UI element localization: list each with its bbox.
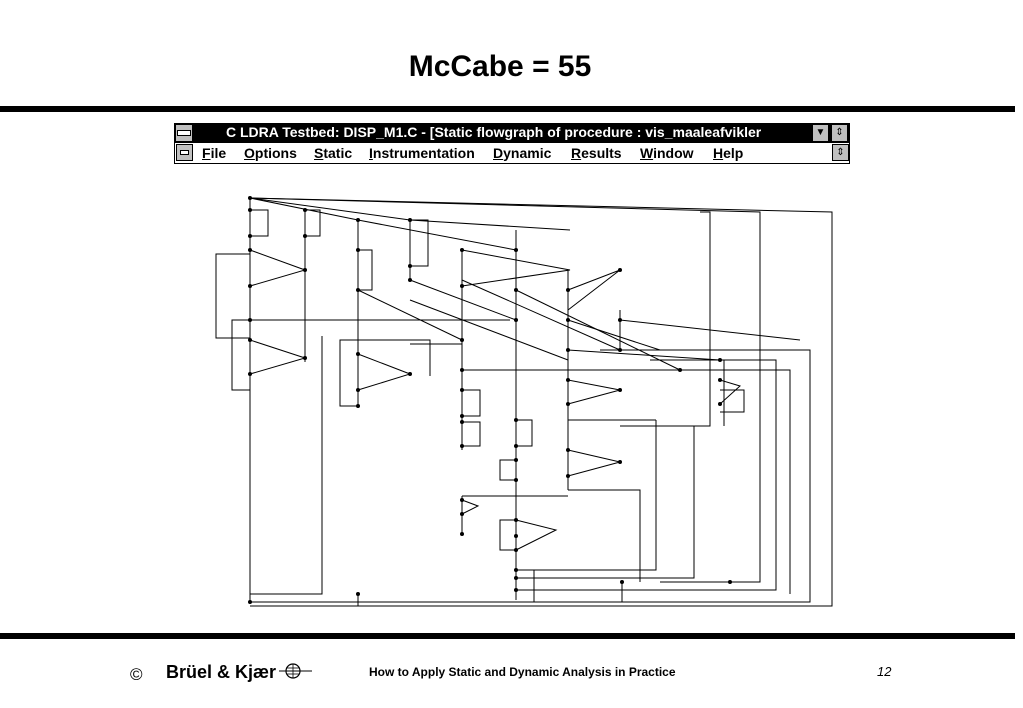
flowgraph-edge [249,197,761,583]
flowgraph-edge [720,389,745,413]
flowgraph-edge [305,209,321,237]
flowgraph-edge [339,339,358,407]
bottom-divider [0,633,1015,639]
menu-options[interactable]: Options [244,145,297,161]
menu-dynamic[interactable]: Dynamic [493,145,552,161]
page-number: 12 [877,664,892,679]
flowgraph-edge [409,299,569,361]
flowgraph-edge [358,249,373,291]
minimize-button[interactable]: ▼ [812,124,829,142]
flowgraph-edge [568,489,641,582]
menu-help[interactable]: Help [713,145,744,161]
app-control-menu-icon[interactable] [175,124,193,142]
flowgraph-nodes [248,196,732,604]
flowgraph-edge [499,459,516,481]
title-bar: C LDRA Testbed: DISP_M1.C - [Static flow… [174,123,850,143]
document-control-menu-icon[interactable] [176,144,193,161]
menu-results[interactable]: Results [571,145,622,161]
flowgraph-edge [250,336,323,595]
flowgraph-edge [249,339,307,375]
flowgraph-edge [250,209,269,237]
slide-title: McCabe = 55 [408,50,592,83]
flowgraph-edge [249,249,307,287]
flowgraph-edge [516,420,657,571]
menu-window[interactable]: Window [640,145,694,161]
static-flowgraph [215,196,833,607]
window-title: C LDRA Testbed: DISP_M1.C - [Static flow… [226,124,762,140]
flowgraph-edge [567,449,621,477]
top-divider [0,106,1015,112]
brand-name: Brüel & Kjær [166,662,277,682]
flowgraph-outer-edge [249,197,833,607]
footer-title: How to Apply Static and Dynamic Analysis… [369,665,676,679]
flowgraph-edge [620,211,711,427]
flowgraph-edge [461,279,621,351]
flowgraph-edge [357,289,463,341]
down-triangle-icon: ▼ [815,127,826,138]
menu-bar: File Options Static Instrumentation Dyna… [174,143,850,164]
flowgraph-edge [719,379,741,405]
flowgraph-edge [516,359,777,591]
menu-instrumentation[interactable]: Instrumentation [369,145,475,161]
flowgraph-edge [462,389,481,417]
flowgraph-edge [619,319,801,341]
copyright-symbol: © [130,665,143,684]
bk-globe-logo-icon [279,663,312,679]
flowgraph-edge [680,369,791,594]
flowgraph-edge [358,339,431,376]
flowgraph-edge [516,419,533,447]
flowgraph-edge [567,269,621,311]
flowgraph-edge [567,319,661,351]
flowgraph-edge [462,421,481,447]
flowgraph-edge [357,353,412,391]
flowgraph-edge [567,349,721,361]
flowgraph-edge [409,219,571,231]
flowgraph-edge [249,197,411,221]
menu-static[interactable]: Static [314,145,353,161]
flowgraph-edge [409,279,517,321]
flowgraph-edge [461,499,480,515]
flowgraph-edge [516,349,811,603]
menu-file[interactable]: File [202,145,227,161]
document-restore-button[interactable]: ⇕ [832,144,849,161]
flowgraph-edge [461,249,571,287]
up-down-arrows-icon: ⇕ [836,147,845,158]
flowgraph-edge [515,519,558,551]
flowgraph-edge [357,219,517,251]
flowgraph-edge [516,425,695,579]
flowgraph-edge [567,379,621,405]
flowgraph-edge [231,319,250,391]
app-window: C LDRA Testbed: DISP_M1.C - [Static flow… [174,123,850,164]
flowgraph-edge [410,219,429,267]
flowgraph-edge [499,519,516,551]
restore-button[interactable]: ⇕ [831,124,848,142]
flowgraph-edge [215,253,250,339]
up-down-arrows-icon: ⇕ [835,127,844,138]
